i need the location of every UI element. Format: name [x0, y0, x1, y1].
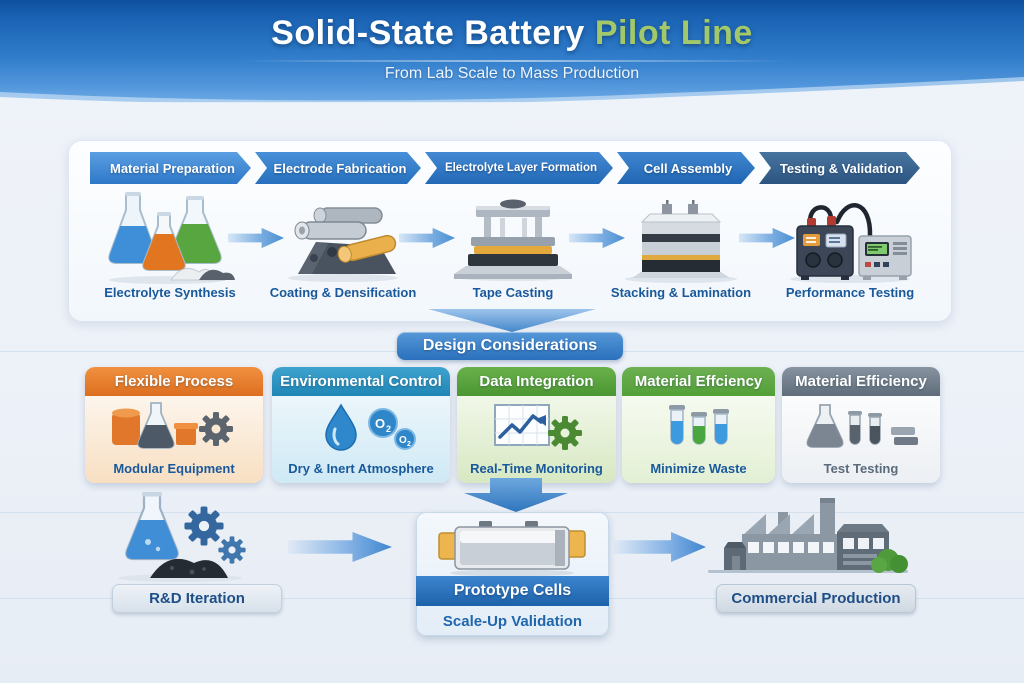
svg-text:O: O: [399, 435, 407, 446]
svg-text:2: 2: [407, 441, 411, 448]
step-electrode-fabrication: Electrode Fabrication: [255, 152, 421, 184]
card-title: Material Efficiency: [782, 367, 940, 396]
page-title: Solid-State Battery Pilot Line: [0, 14, 1024, 53]
roller-coater-icon: [288, 207, 398, 282]
tape-casting-press-icon: [454, 199, 572, 281]
page-title-main: Solid-State Battery: [271, 14, 585, 52]
card-material-efficiency-gray: Material Efficiency: [782, 367, 940, 483]
step-testing-validation: Testing & Validation: [759, 152, 920, 184]
page-title-accent: Pilot Line: [594, 14, 753, 52]
commercial-production-label: Commercial Production: [716, 584, 916, 613]
title-divider: [240, 60, 790, 62]
step-electrolyte-layer-formation: Electrolyte Layer Formation: [425, 152, 613, 184]
caption-performance-testing: Performance Testing: [785, 285, 915, 300]
header-wave: [0, 77, 1024, 103]
droplet-oxygen-icon: O 2 O 2: [325, 403, 416, 451]
test-tubes-icon: [668, 405, 729, 445]
modular-equipment-icon: [112, 402, 233, 449]
card-caption: Real-Time Monitoring: [470, 461, 603, 476]
card-caption: Test Testing: [823, 461, 899, 476]
chart-gear-icon: [493, 404, 582, 450]
step-material-preparation: Material Preparation: [90, 152, 251, 184]
card-flexible-process: Flexible Process Modular E: [85, 367, 263, 483]
card-title: Data Integration: [457, 367, 616, 396]
stacked-cell-icon: [625, 200, 737, 283]
card-caption: Minimize Waste: [650, 461, 747, 476]
card-caption: Dry & Inert Atmosphere: [288, 461, 434, 476]
prototype-cells-banner: Prototype Cells: [416, 576, 609, 606]
caption-coating-densification: Coating & Densification: [269, 285, 417, 300]
card-material-efficiency-green: Material Effciency Min: [622, 367, 775, 483]
battery-cell-icon: [438, 521, 586, 577]
card-title: Flexible Process: [85, 367, 263, 396]
card-title: Material Effciency: [622, 367, 775, 396]
down-arrow-icon: [464, 478, 568, 512]
step-cell-assembly: Cell Assembly: [617, 152, 755, 184]
card-caption: Modular Equipment: [113, 461, 235, 476]
process-steps: Material Preparation Electrode Fabricati…: [90, 152, 920, 184]
caption-tape-casting: Tape Casting: [472, 285, 554, 300]
flask-tubes-gray-icon: [806, 404, 918, 448]
card-data-integration: Data Integration Real-Time Monitoring: [457, 367, 616, 483]
caption-electrolyte-synthesis: Electrolyte Synthesis: [104, 285, 236, 300]
rd-iteration-icon: [118, 492, 246, 582]
svg-text:O: O: [375, 416, 385, 431]
design-considerations-banner: Design Considerations: [397, 332, 623, 360]
rd-iteration-label: R&D Iteration: [112, 584, 282, 613]
prototype-cells-card: Prototype Cells Scale-Up Validation: [416, 512, 609, 636]
card-environmental-control: Environmental Control O 2 O 2 Dry & I: [272, 367, 450, 483]
header-banner: Solid-State Battery Pilot Line From Lab …: [0, 0, 1024, 103]
right-arrow-icon: [288, 532, 392, 562]
factory-icon: [708, 498, 908, 573]
page-subtitle: From Lab Scale to Mass Production: [384, 65, 640, 82]
card-title: Environmental Control: [272, 367, 450, 396]
svg-text:2: 2: [386, 424, 391, 434]
flasks-powder-icon: [108, 192, 235, 284]
scale-up-validation-label: Scale-Up Validation: [442, 612, 583, 630]
test-equipment-icon: [790, 203, 912, 283]
right-arrow-icon: [614, 532, 706, 562]
caption-stacking-lamination: Stacking & Lamination: [610, 285, 752, 300]
